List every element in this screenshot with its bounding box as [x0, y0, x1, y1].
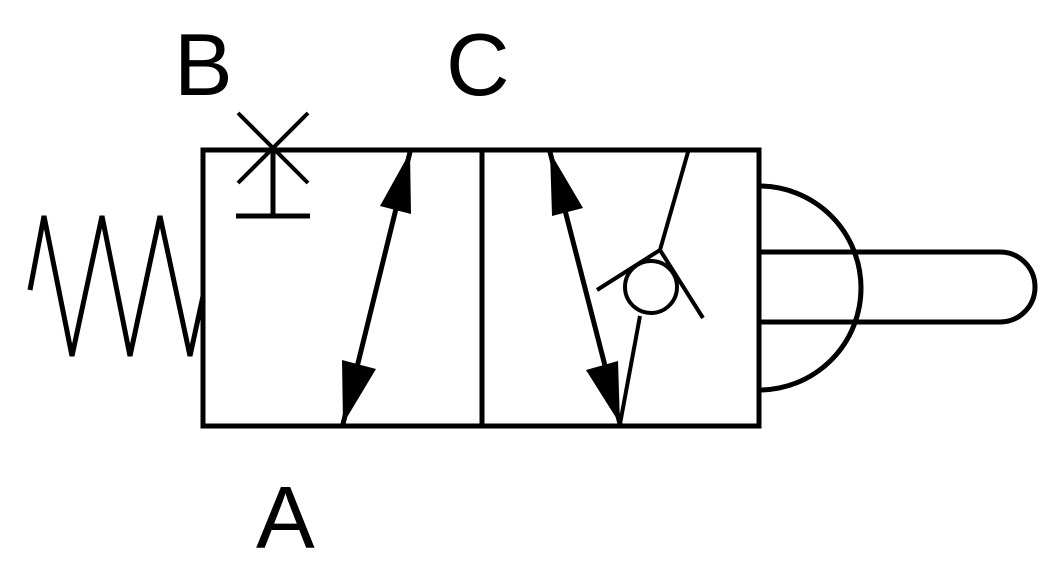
- right-envelope: [479, 147, 762, 429]
- lever-stem: [759, 249, 1038, 325]
- flow-arrow-icon-left: [340, 151, 413, 425]
- check-seat: [595, 247, 705, 320]
- check-valve-icon: [595, 151, 705, 425]
- port-a-label: A: [256, 468, 315, 567]
- flow-arrow-icon-right: [547, 151, 623, 425]
- roller-lever-icon: [758, 183, 1038, 393]
- port-c-label: C: [446, 15, 510, 114]
- arrow-head-bottom-left: [342, 360, 376, 424]
- arrow-head-top-left: [380, 152, 411, 214]
- valve-body: [200, 147, 762, 429]
- port-b-label: B: [174, 15, 233, 114]
- spring-icon: [27, 215, 206, 357]
- check-ball: [623, 259, 679, 315]
- blocked-port-icon: [236, 111, 310, 219]
- roller-semicircle: [758, 183, 864, 393]
- arrow-head-bottom-right: [586, 361, 620, 424]
- arrow-head-top-right: [550, 152, 583, 216]
